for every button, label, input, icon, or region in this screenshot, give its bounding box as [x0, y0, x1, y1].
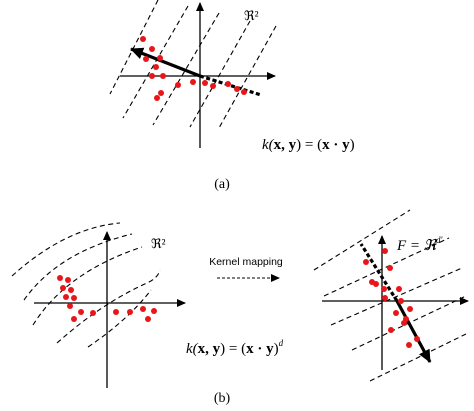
- panel-b-feature-space-label: F = ℜd': [396, 235, 444, 254]
- panel-b-dashed-curves: [11, 222, 161, 348]
- panel-b-input-space-label: ℜ²: [151, 236, 166, 251]
- panel-b-caption: (b): [214, 391, 231, 406]
- panel-b-solid-vector: [395, 300, 432, 363]
- panel-a-kernel-formula: k(x, y) = (x · y): [262, 137, 355, 153]
- panel-a-data-points: [140, 36, 247, 101]
- panel-a-caption: (a): [214, 177, 230, 192]
- panel-a-dashed-lines: [109, 0, 277, 129]
- panel-b-input-space: ℜ²: [11, 222, 186, 388]
- kernel-mapping-arrow: Kernel mapping: [209, 256, 283, 282]
- panel-a-solid-vector: [130, 47, 201, 78]
- panel-a-space-label: ℜ²: [244, 8, 259, 23]
- panel-b-left-data-points: [57, 275, 157, 322]
- kernel-mapping-label: Kernel mapping: [209, 256, 283, 268]
- panel-b-kernel-formula: k(x, y) = (x · y)d: [186, 338, 284, 357]
- panel-b-right-data-points: [363, 248, 420, 348]
- panel-b-dashed-vector: [359, 243, 399, 302]
- panel-a: ℜ² k(x, y) = (x · y) (a): [109, 0, 355, 192]
- panel-b-feature-space: F = ℜd': [313, 209, 469, 382]
- panel-b-right-dashed-lines: [313, 209, 467, 382]
- panel-a-dashed-vector: [199, 74, 262, 97]
